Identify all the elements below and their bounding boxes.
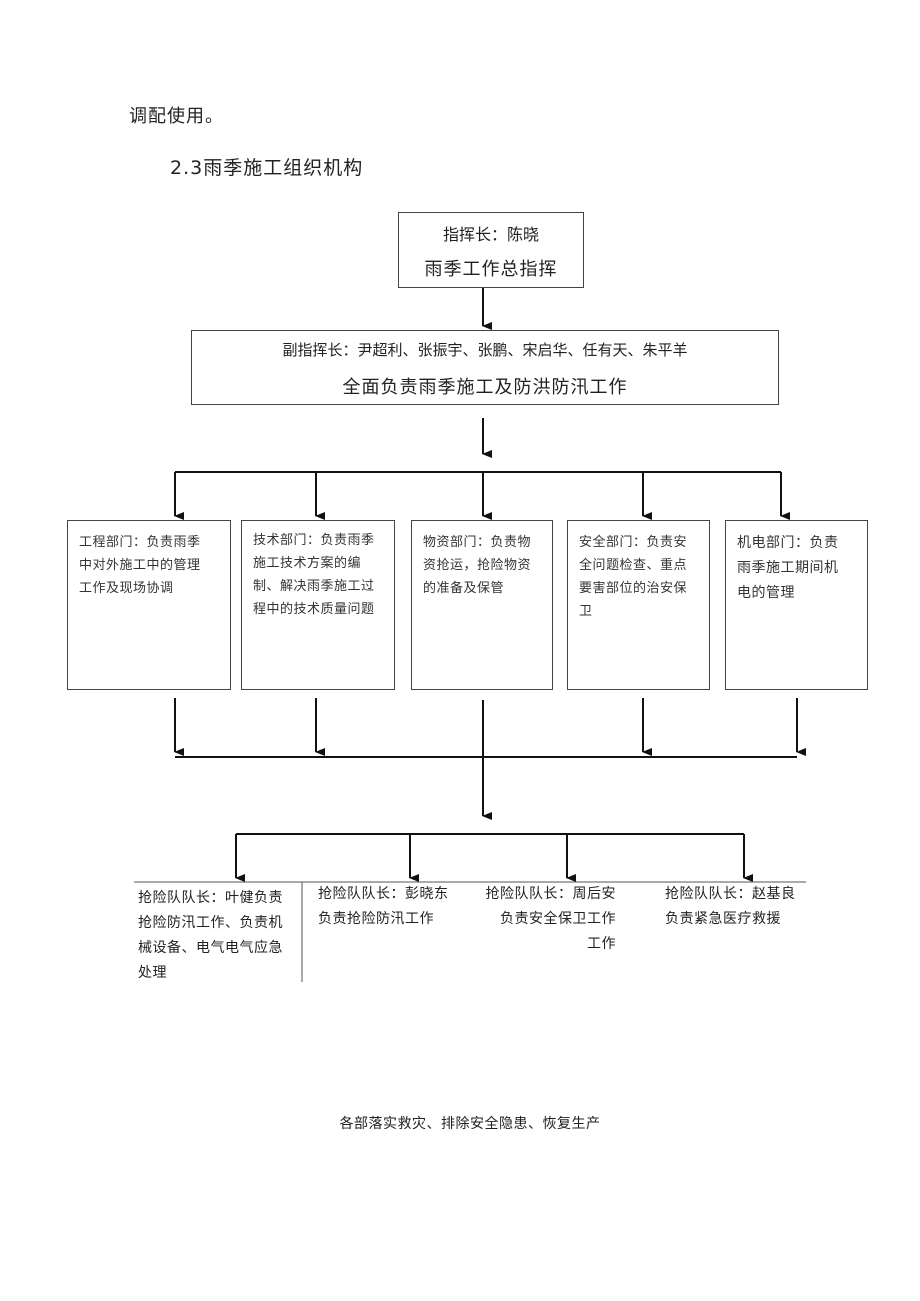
commander-box: 指挥长：陈晓 雨季工作总指挥 <box>398 212 584 288</box>
footer-text: 各部落实救灾、排除安全隐患、恢复生产 <box>339 1116 601 1132</box>
dept-technical-text: 技术部门：负责雨季 施工技术方案的编 制、解决雨季施工过 程中的技术质量问题 <box>253 533 375 617</box>
commander-role: 雨季工作总指挥 <box>424 259 558 280</box>
section-heading: 2.3雨季施工组织机构 <box>170 157 364 179</box>
dept-materials-text: 物资部门：负责物 资抢运，抢险物资 的准备及保管 <box>423 535 532 596</box>
dept-safety-text: 安全部门：负责安 全问题检查、重点 要害部位的治安保 卫 <box>579 535 688 619</box>
rescue-team-2: 抢险队队长：彭晓东 负责抢险防汛工作 <box>318 886 449 927</box>
dept-box-engineering: 工程部门：负责雨季 中对外施工中的管理 工作及现场协调 <box>67 520 231 690</box>
deputy-box: 副指挥长：尹超利、张振宇、张鹏、宋启华、任有天、朱平羊 全面负责雨季施工及防洪防… <box>191 330 779 405</box>
commander-title: 指挥长：陈晓 <box>442 225 539 244</box>
deputy-names: 副指挥长：尹超利、张振宇、张鹏、宋启华、任有天、朱平羊 <box>282 341 688 359</box>
rescue-team-4: 抢险队队长：赵基良 负责紧急医疗救援 <box>665 886 796 927</box>
rescue-team-3: 抢险队队长：周后安 负责安全保卫工作 工作 <box>485 886 616 952</box>
intro-text: 调配使用。 <box>129 106 224 127</box>
dept-engineering-text: 工程部门：负责雨季 中对外施工中的管理 工作及现场协调 <box>79 535 201 596</box>
rescue-team-1: 抢险队队长：叶健负责 抢险防汛工作、负责机 械设备、电气电气应急 处理 <box>138 890 283 981</box>
dept-box-materials: 物资部门：负责物 资抢运，抢险物资 的准备及保管 <box>411 520 553 690</box>
dept-box-safety: 安全部门：负责安 全问题检查、重点 要害部位的治安保 卫 <box>567 520 710 690</box>
dept-box-electromechanical: 机电部门：负责 雨季施工期间机 电的管理 <box>725 520 868 690</box>
dept-electromechanical-text: 机电部门：负责 雨季施工期间机 电的管理 <box>737 535 839 601</box>
deputy-role: 全面负责雨季施工及防洪防汛工作 <box>342 377 628 398</box>
dept-box-technical: 技术部门：负责雨季 施工技术方案的编 制、解决雨季施工过 程中的技术质量问题 <box>241 520 395 690</box>
